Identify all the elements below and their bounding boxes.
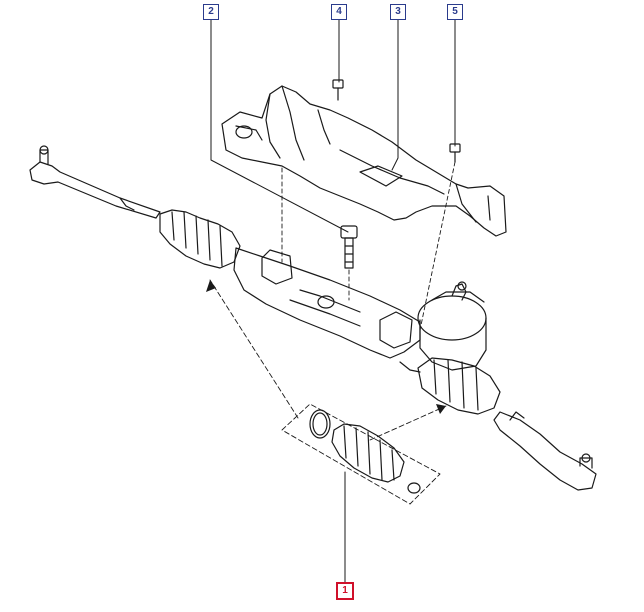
kit-arrows: [206, 280, 446, 414]
callout-1[interactable]: 1: [336, 582, 354, 600]
rack-housing: [233, 247, 421, 359]
clamp-ring: [309, 409, 331, 439]
heat-shield: [221, 85, 507, 237]
leader-lines: [210, 19, 456, 583]
callout-5[interactable]: 5: [447, 4, 463, 20]
mount-dashed-lines: [281, 161, 456, 331]
bolt-4: [332, 79, 344, 101]
boot-kit-frame: [209, 279, 447, 505]
bolt-2: [340, 225, 358, 269]
callout-3[interactable]: 3: [390, 4, 406, 20]
callout-4[interactable]: 4: [331, 4, 347, 20]
left-tie-rod: [29, 145, 161, 219]
small-clip: [407, 482, 421, 494]
leader-line-3: [391, 19, 399, 171]
callout-2[interactable]: 2: [203, 4, 219, 20]
right-tie-rod: [493, 411, 597, 491]
leader-line-2: [210, 19, 349, 233]
right-bellows-boot: [399, 357, 501, 415]
boot-kit: [309, 409, 421, 494]
left-bellows-boot: [159, 209, 241, 269]
pinion-housing: [417, 281, 487, 371]
bolt-5: [449, 143, 461, 163]
